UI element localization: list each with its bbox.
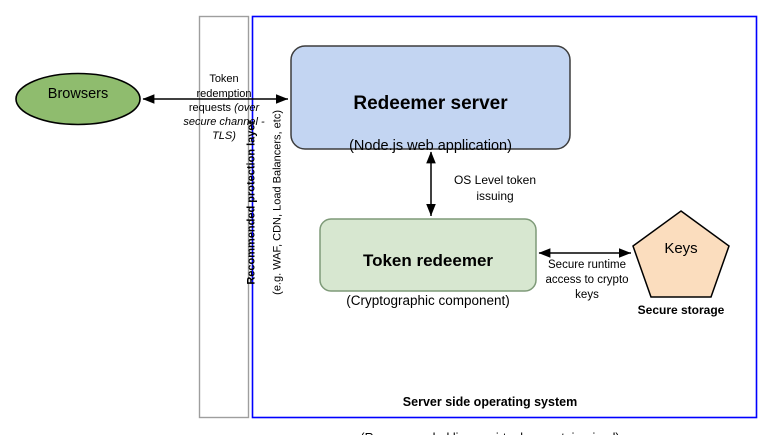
edge-label-os-level-token-issuing: OS Level token issuing (453, 173, 537, 204)
browsers-node-label: Browsers (47, 86, 109, 102)
token-redeemer-subtitle: (Cryptographic component) (346, 292, 510, 308)
secure-storage-caption: Secure storage (637, 303, 725, 317)
server-side-os-title: Server side operating system (402, 394, 578, 409)
redeemer-server-label: Redeemer server (Node.js web application… (291, 74, 570, 174)
redeemer-server-title: Redeemer server (353, 92, 508, 114)
server-side-os-caption: Server side operating system (Recommende… (300, 376, 680, 435)
token-redeemer-label: Token redeemer (Cryptographic component) (320, 232, 536, 328)
edge-label-secure-runtime-access: Secure runtime access to crypto keys (545, 259, 629, 302)
edge-label-plain-part: Token redemption requests (188, 73, 252, 114)
redeemer-server-subtitle: (Node.js web application) (349, 138, 512, 155)
token-redeemer-title: Token redeemer (362, 250, 494, 270)
browsers-node-shape (15, 72, 141, 126)
protection-layer-subtitle: (e.g. WAF, CDN, Load Balancers, etc) (271, 110, 284, 295)
keys-node-shape (632, 210, 730, 298)
server-side-os-boundary (251, 15, 758, 419)
token-redeemer-node-shape (319, 218, 537, 292)
edge-label-token-redemption-requests: Token redemption requests (over secure c… (176, 58, 272, 144)
keys-node-label: Keys (664, 240, 698, 257)
protection-layer-band (198, 15, 250, 419)
redeemer-server-node-shape (290, 45, 571, 150)
edge-label-italic-part: (over secure channel - TLS) (183, 101, 265, 143)
server-side-os-subtitle: (Recommended linux - virtual or containe… (300, 431, 680, 435)
